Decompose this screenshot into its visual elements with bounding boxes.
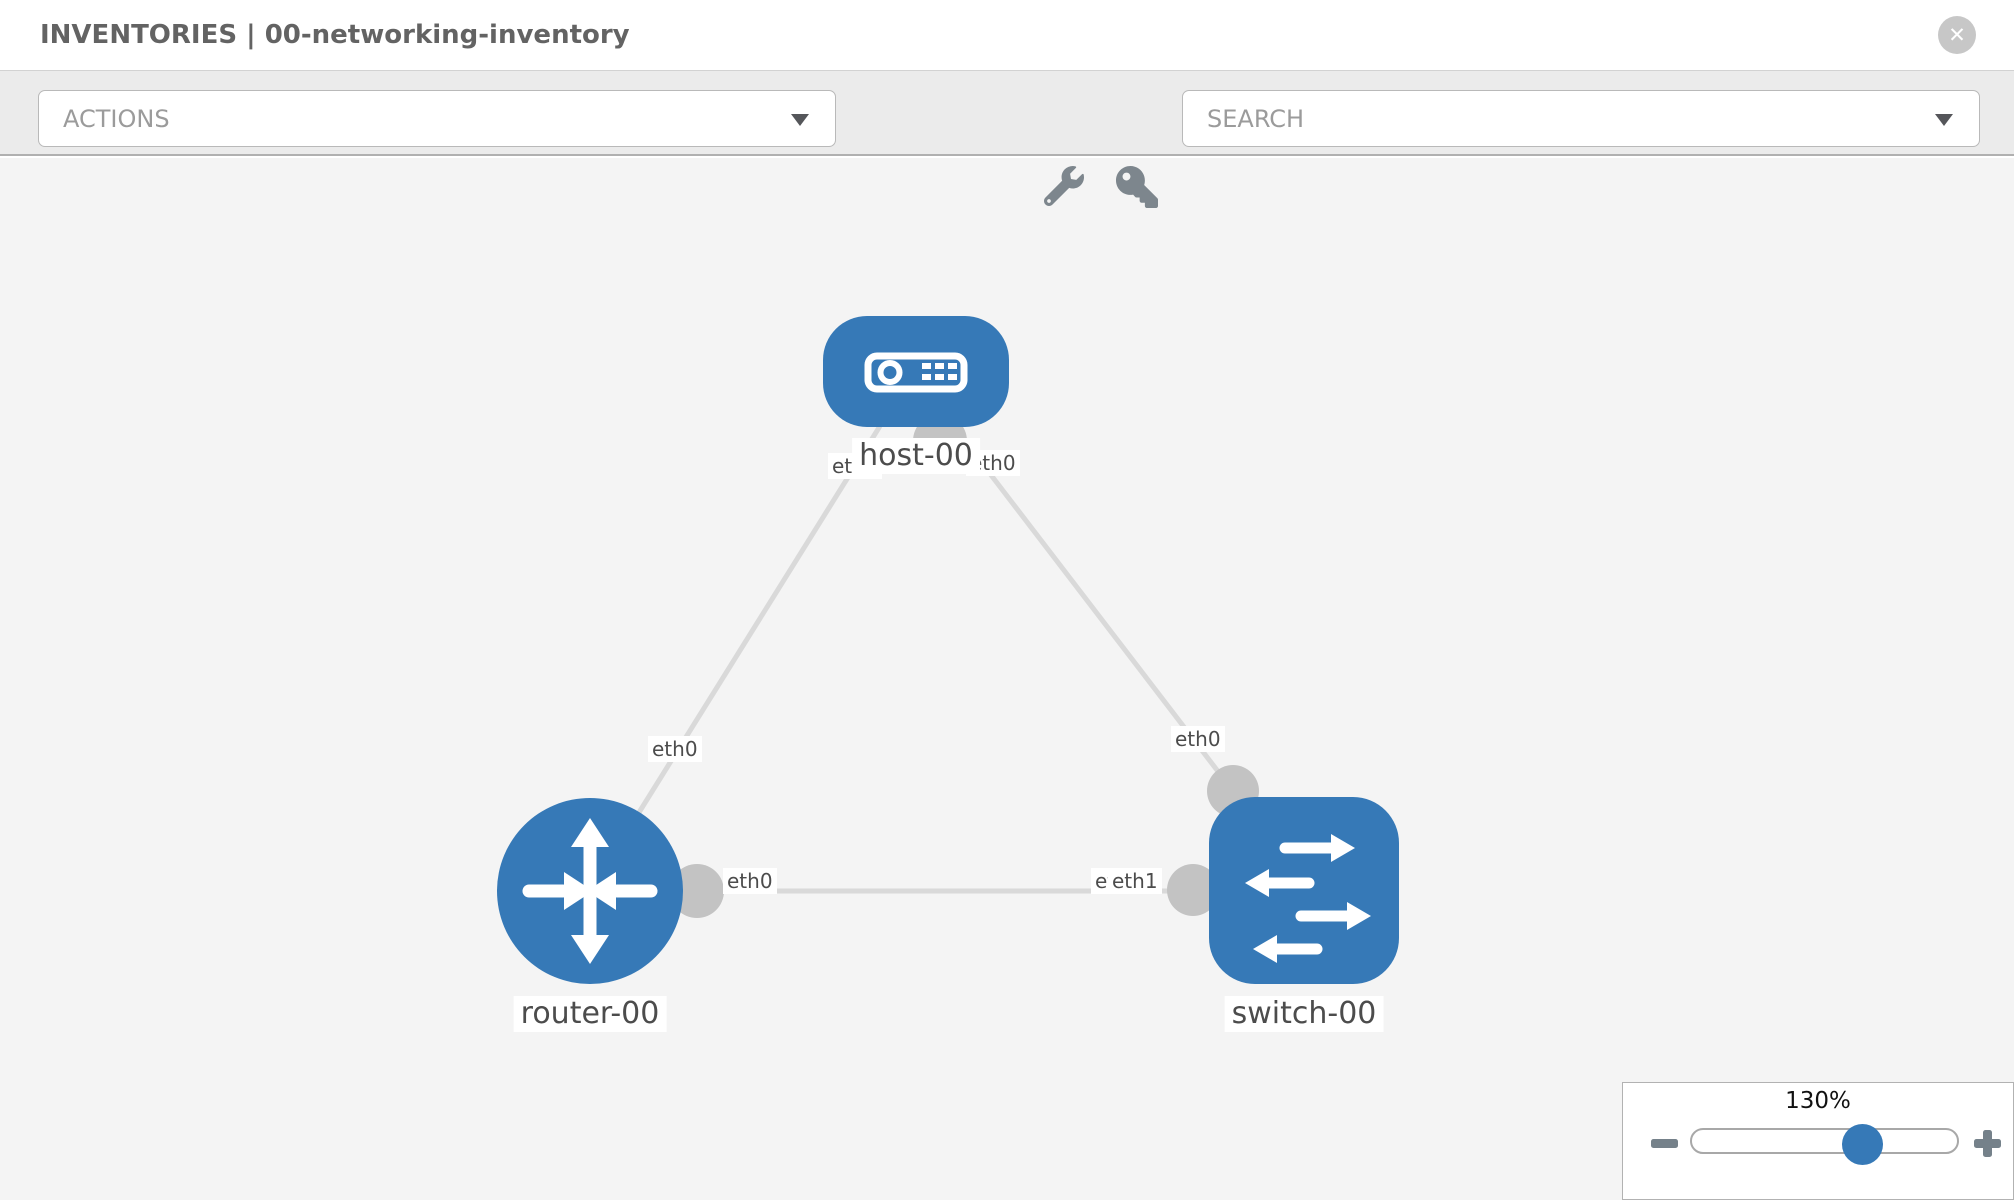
search-dropdown[interactable]: SEARCH xyxy=(1182,90,1980,147)
router-icon xyxy=(522,818,658,964)
page-title: INVENTORIES | 00-networking-inventory xyxy=(40,20,630,50)
zoom-slider-track[interactable] xyxy=(1690,1128,1959,1154)
page-header: INVENTORIES | 00-networking-inventory ✕ xyxy=(0,0,2014,71)
interface-dot-switch-left xyxy=(1167,864,1219,916)
topology-links-layer xyxy=(587,414,1290,918)
node-label-switch-00: switch-00 xyxy=(1224,996,1384,1032)
zoom-in-button[interactable] xyxy=(1974,1130,2001,1157)
node-label-router-00: router-00 xyxy=(513,996,667,1032)
close-button[interactable]: ✕ xyxy=(1938,16,1976,54)
interface-label: eth0 xyxy=(648,736,702,762)
node-host-00[interactable] xyxy=(823,316,1009,427)
chevron-down-icon xyxy=(791,113,809,126)
zoom-slider-handle[interactable] xyxy=(1842,1124,1883,1165)
interface-label: eth1 xyxy=(1108,868,1162,894)
zoom-out-button[interactable] xyxy=(1651,1139,1678,1148)
actions-dropdown[interactable]: ACTIONS xyxy=(38,90,836,147)
zoom-level-label: 130% xyxy=(1785,1088,1851,1114)
key-icon[interactable] xyxy=(1116,166,1158,208)
search-dropdown-label: SEARCH xyxy=(1207,104,1305,133)
close-icon: ✕ xyxy=(1948,22,1966,47)
interface-dot-router xyxy=(670,864,724,918)
host-icon xyxy=(864,352,968,393)
node-label-host-00: host-00 xyxy=(852,438,980,474)
node-router-00[interactable] xyxy=(497,798,683,984)
wrench-icon[interactable] xyxy=(1044,166,1084,206)
topology-canvas[interactable]: eth0 eth0 eth0 eth0 eth0 eth0 eth1 host-… xyxy=(0,158,2014,1200)
chevron-down-icon xyxy=(1935,113,1953,126)
zoom-panel: 130% xyxy=(1622,1082,2014,1200)
interface-label: eth0 xyxy=(723,868,777,894)
actions-dropdown-label: ACTIONS xyxy=(63,104,170,133)
node-switch-00[interactable] xyxy=(1209,797,1399,984)
switch-icon xyxy=(1245,834,1371,963)
toolbar: ACTIONS SEARCH xyxy=(0,71,2014,208)
interface-label: eth0 xyxy=(1171,726,1225,752)
